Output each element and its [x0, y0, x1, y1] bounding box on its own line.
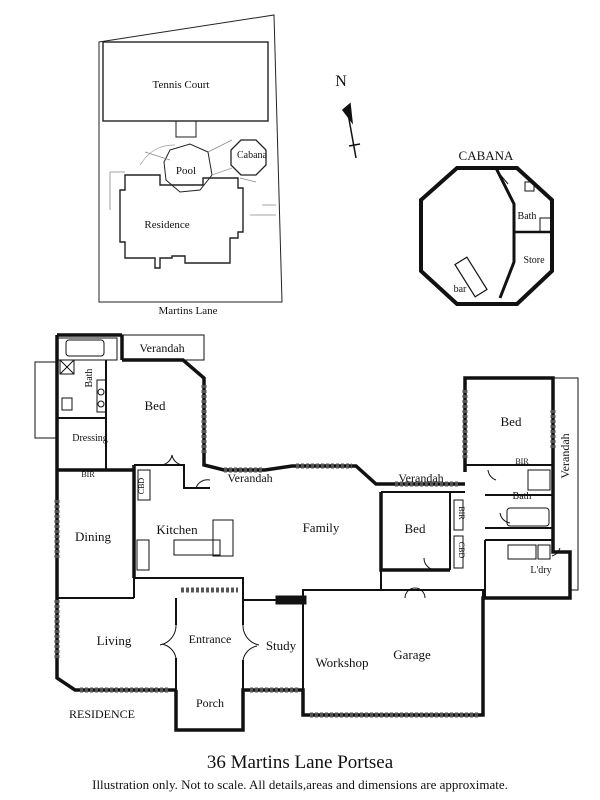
cbd-left-label: CBD [137, 478, 146, 495]
cabana-bar-counter [454, 256, 488, 298]
verandah-side-label: Verandah [558, 433, 572, 478]
cabana-bar-label: bar [454, 284, 467, 295]
cabana-outline [419, 166, 554, 306]
pool-outline [163, 143, 213, 193]
entrance-label: Entrance [189, 632, 232, 646]
dressing-label: Dressing [72, 433, 108, 444]
bed-main-label: Bed [145, 398, 166, 413]
bed-mid-label: Bed [405, 521, 426, 536]
north-arrow: N [335, 73, 361, 159]
site-plan: Tennis Court Pool Cabana Residence Marti… [98, 14, 283, 317]
verandah-top-outline [122, 334, 205, 361]
bath-left-tub [65, 339, 105, 357]
site-boundary [98, 14, 283, 303]
disclaimer-text: Illustration only. Not to scale. All det… [92, 777, 508, 792]
north-arrow-head [341, 102, 354, 125]
bir-ne-label: BIR [515, 457, 529, 466]
tennis-court-label: Tennis Court [153, 79, 210, 91]
verandah-top-label: Verandah [139, 341, 184, 355]
cabana-outline-small [230, 139, 267, 176]
kitchen-island [173, 539, 221, 556]
street-label: Martins Lane [159, 305, 218, 317]
bed-ne-label: Bed [501, 414, 522, 429]
residence-outline-small [119, 174, 244, 269]
cabana-label-small: Cabana [237, 150, 268, 161]
pool-label: Pool [176, 165, 196, 177]
residence-title: RESIDENCE [69, 707, 135, 721]
cbd-mid-label: CBD [457, 542, 466, 559]
bir-left-label: BIR [81, 470, 95, 479]
verandah-right-label: Verandah [398, 471, 443, 485]
family-label: Family [303, 520, 340, 535]
bath-left-label: Bath [84, 369, 95, 388]
bath-right-label: Bath [513, 491, 532, 502]
laundry-label: L'dry [530, 565, 551, 576]
verandah-mid-label: Verandah [227, 471, 272, 485]
residence-label-small: Residence [144, 219, 189, 231]
workshop-label: Workshop [315, 655, 368, 670]
living-label: Living [97, 633, 132, 648]
study-label: Study [266, 638, 297, 653]
kitchen-label: Kitchen [156, 522, 198, 537]
cabana-plan: CABANA Bath Store bar [419, 148, 554, 306]
dining-label: Dining [75, 529, 112, 544]
residence-plan: Verandah Bath Bed Dressing BIR CBD Veran… [34, 333, 579, 732]
bir-mid-label: BIR [457, 506, 466, 520]
cabana-store-label: Store [523, 255, 545, 266]
listing-title: 36 Martins Lane Portsea [206, 752, 394, 773]
north-label: N [335, 73, 347, 90]
garage-label: Garage [393, 647, 431, 662]
porch-label: Porch [196, 696, 224, 710]
cabana-title: CABANA [459, 148, 515, 163]
verandah-side-outline [553, 377, 579, 591]
cabana-bath-label: Bath [518, 211, 537, 222]
